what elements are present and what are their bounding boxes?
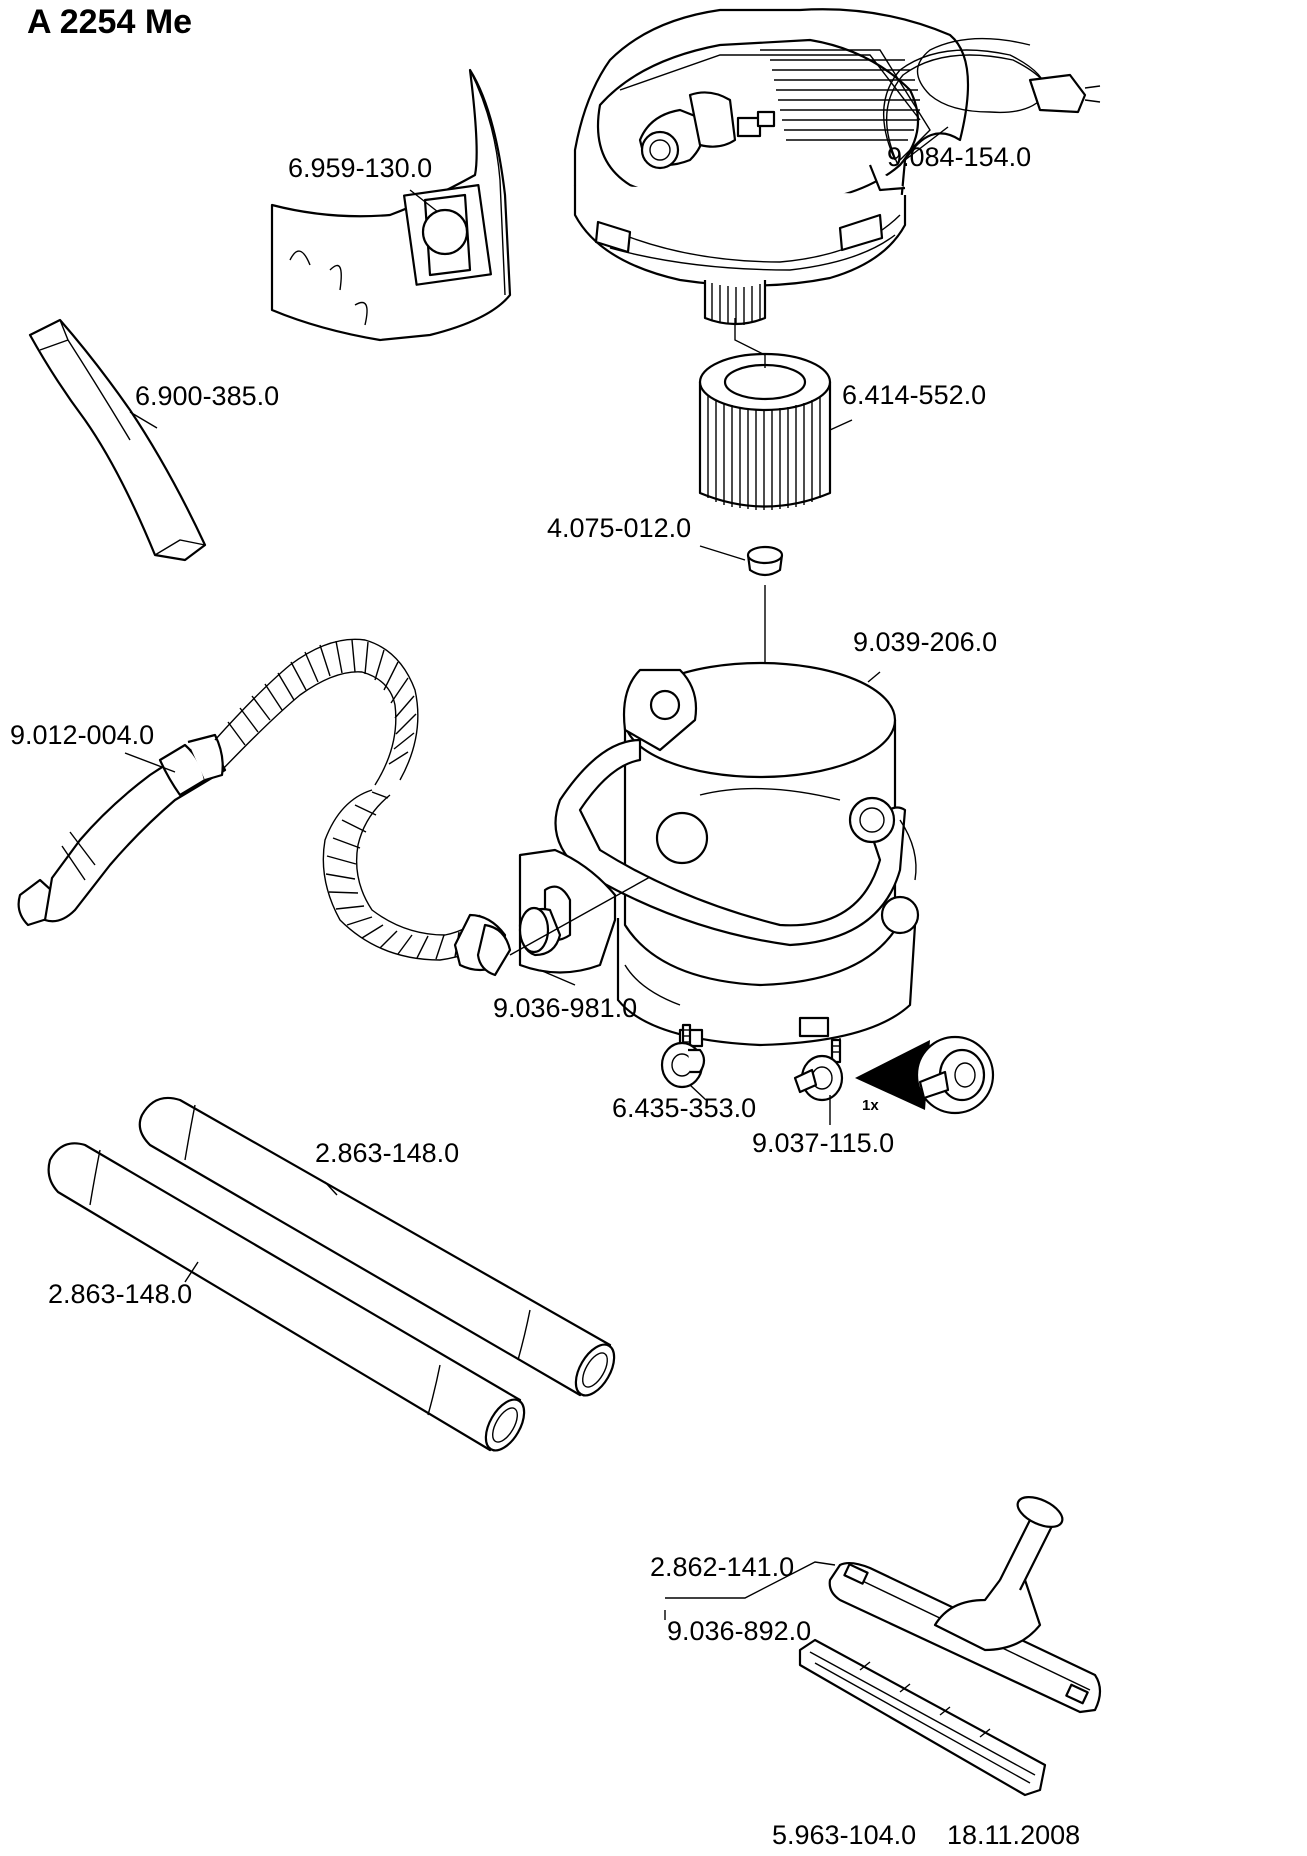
label-suction-hose: 9.012-004.0: [10, 720, 154, 750]
label-filter-bag: 6.959-130.0: [288, 153, 432, 183]
label-inlet-socket: 9.036-981.0: [493, 993, 637, 1023]
label-castor-brake: 9.037-115.0: [752, 1128, 894, 1158]
leader-lines: [124, 126, 949, 1620]
label-container: 9.039-206.0: [853, 627, 997, 657]
label-castor: 6.435-353.0: [612, 1093, 756, 1123]
castor-with-brake: [793, 1035, 995, 1115]
suction-tube-lower: [47, 1142, 526, 1452]
quantity-note: 1x: [862, 1097, 879, 1114]
suction-tube-upper: [138, 1096, 616, 1397]
filter-bag: [270, 68, 512, 342]
motor-head: [573, 8, 1101, 326]
container: [518, 661, 920, 1060]
castor: [660, 1023, 706, 1089]
label-filter-nut: 4.075-012.0: [547, 513, 691, 543]
filter-nut: [746, 545, 784, 577]
label-tube-lower: 2.863-148.0: [48, 1279, 192, 1309]
label-cartridge-filter: 6.414-552.0: [842, 380, 986, 410]
page-title: A 2254 Me: [27, 3, 192, 41]
footer-doc-number: 5.963-104.0: [772, 1820, 916, 1850]
label-nozzle-insert: 9.036-892.0: [667, 1616, 811, 1646]
label-floor-nozzle: 2.862-141.0: [650, 1552, 794, 1582]
crevice-nozzle: [28, 318, 207, 562]
footer-date: 18.11.2008: [947, 1820, 1080, 1850]
label-crevice-nozzle: 6.900-385.0: [135, 381, 279, 411]
cartridge-filter: [698, 318, 832, 510]
nozzle-insert: [798, 1638, 1047, 1797]
label-tube-upper: 2.863-148.0: [315, 1138, 459, 1168]
suction-hose: [17, 638, 512, 977]
floor-nozzle: [828, 1496, 1102, 1714]
label-power-cord: 9.084-154.0: [887, 142, 1031, 172]
